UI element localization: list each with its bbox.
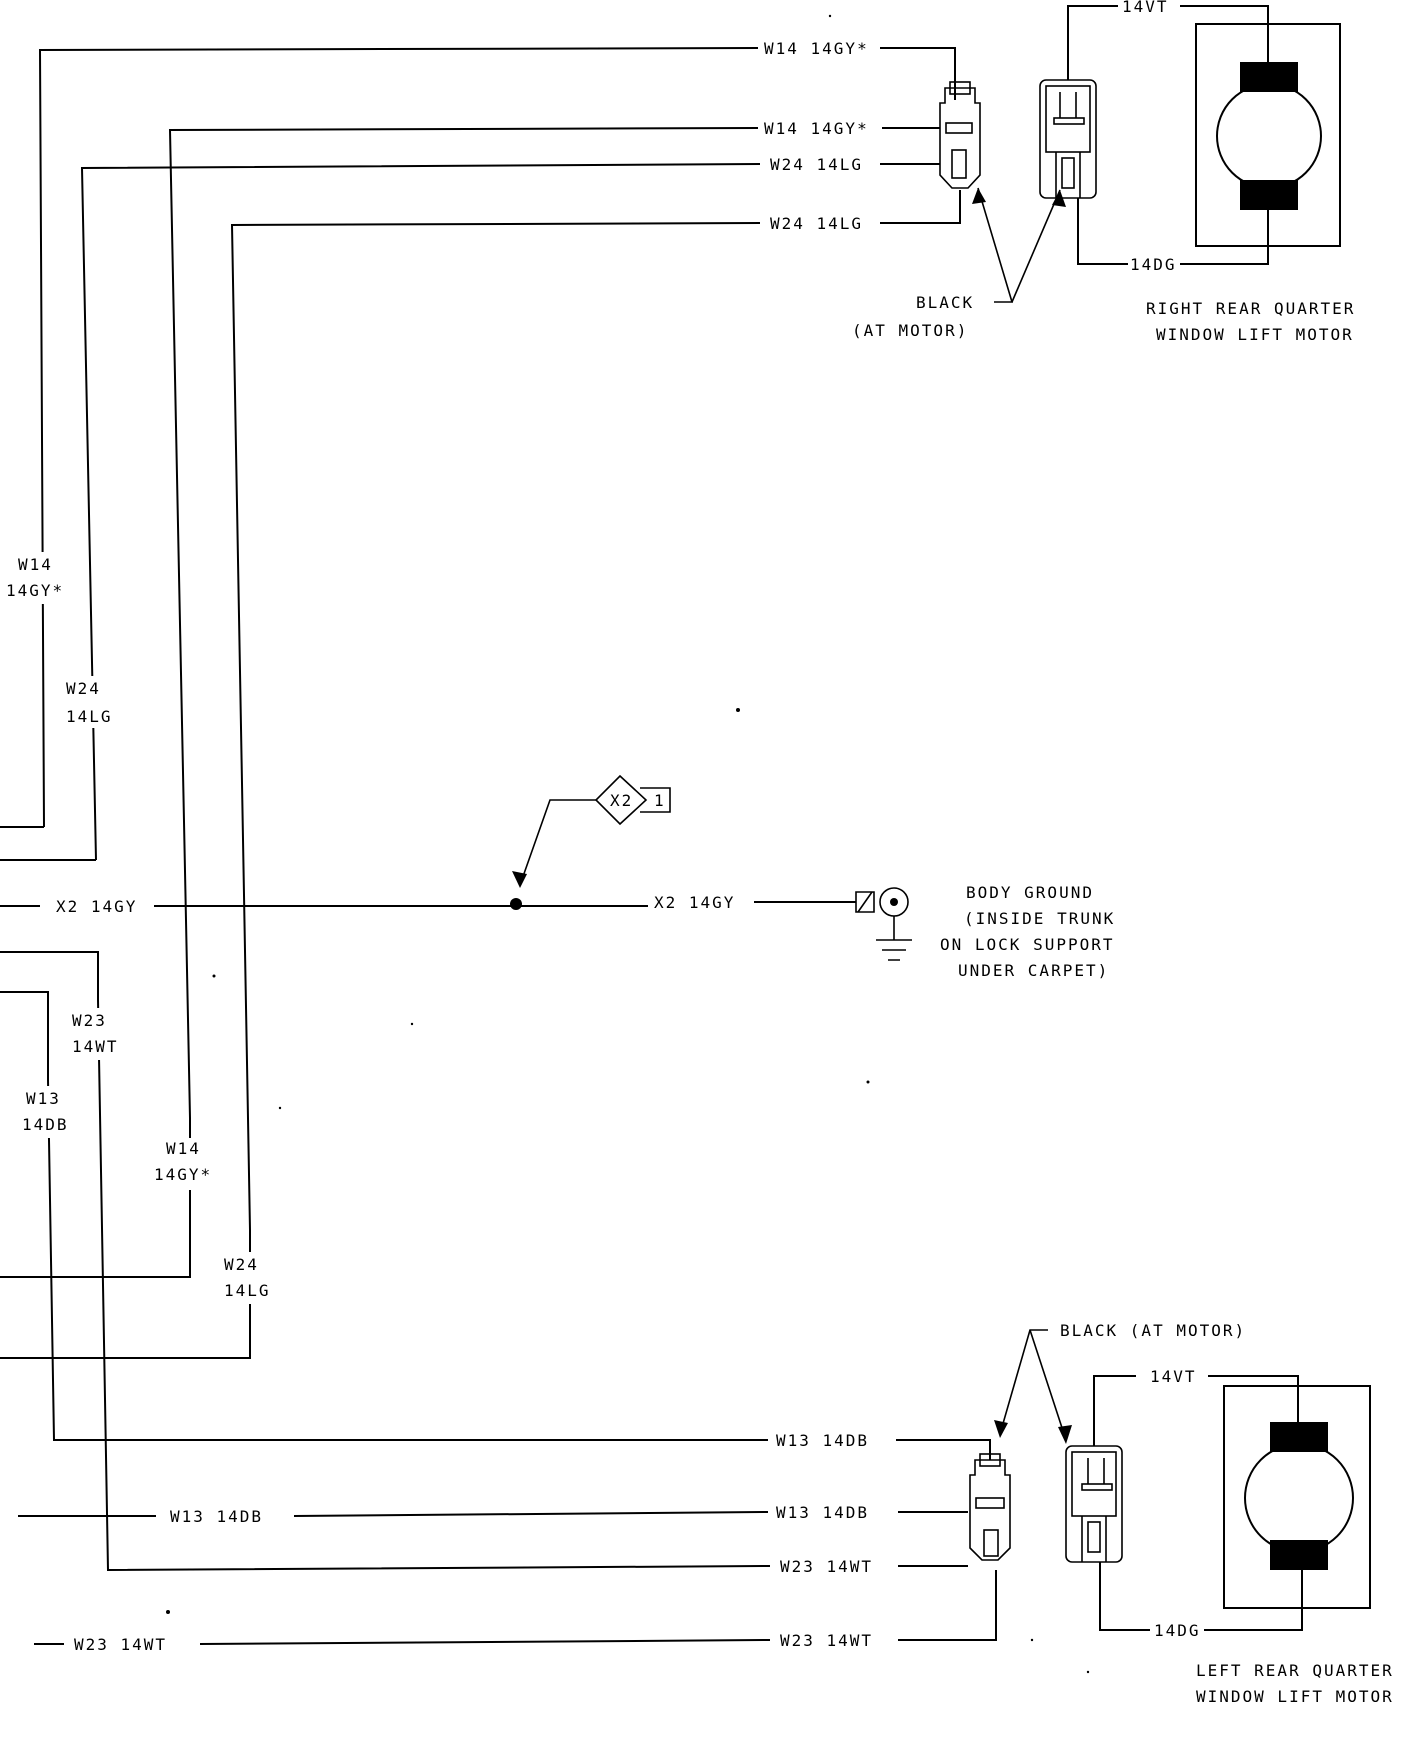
label-mid-w14-code: W14 (166, 1139, 201, 1158)
left-motor-title-1: LEFT REAR QUARTER (1196, 1661, 1394, 1680)
right-connector-plug (939, 81, 981, 189)
label-bot-w23-b: W23 14WT (780, 1631, 873, 1650)
label-top-w14-a: W14 14GY* (764, 39, 869, 58)
ground-line-2: (INSIDE TRUNK (964, 909, 1115, 928)
label-left-w23-color: 14WT (72, 1037, 119, 1056)
bottom-wire-w13-a (47, 1079, 768, 1441)
label-bot-w23-left: W23 14WT (74, 1635, 167, 1654)
stub-mid-w24 (0, 1230, 251, 1359)
right-note-black: BLACK (916, 293, 974, 312)
label-mid-w14-color: 14GY* (154, 1165, 212, 1184)
label-left-w14-color: 14GY* (6, 581, 64, 600)
label-x2-right: X2 14GY (654, 893, 735, 912)
left-motor-title-2: WINDOW LIFT MOTOR (1196, 1687, 1394, 1706)
label-left-w13-code: W13 (26, 1089, 61, 1108)
right-connector-note-arrows (972, 187, 1066, 303)
right-motor-title-2: WINDOW LIFT MOTOR (1156, 325, 1354, 344)
right-motor-title-1: RIGHT REAR QUARTER (1146, 299, 1355, 318)
stub-w23 (0, 951, 99, 1000)
left-motor-symbol (1223, 1385, 1371, 1609)
top-wire-w14-b (168, 127, 940, 1119)
left-note-black-at-motor: BLACK (AT MOTOR) (1060, 1321, 1246, 1340)
label-mid-w24-color: 14LG (224, 1281, 271, 1300)
left-wire-14vt (1093, 1375, 1299, 1446)
label-x2-left: X2 14GY (56, 897, 137, 916)
label-left-w24-color: 14LG (66, 707, 113, 726)
label-left-14dg: 14DG (1154, 1621, 1201, 1640)
label-bot-w23-a: W23 14WT (780, 1557, 873, 1576)
right-motor-symbol (1195, 23, 1341, 247)
x2-splice-pointer (512, 774, 671, 888)
bottom-wire-w13-a-end (896, 1439, 991, 1460)
label-top-w14-b: W14 14GY* (764, 119, 869, 138)
top-wire-w24-b (230, 190, 961, 1231)
ground-line-4: UNDER CARPET) (958, 961, 1109, 980)
label-left-w24-code: W24 (66, 679, 101, 698)
ground-line-3: ON LOCK SUPPORT (940, 935, 1115, 954)
ground-line-1: BODY GROUND (966, 883, 1094, 902)
label-mid-w24-code: W24 (224, 1255, 259, 1274)
label-bot-w13-a: W13 14DB (776, 1431, 869, 1450)
body-ground-symbol (855, 887, 912, 961)
right-wire-14vt (1067, 5, 1269, 80)
label-right-14dg: 14DG (1130, 255, 1177, 274)
left-connector-note-arrows (994, 1329, 1072, 1444)
x2-splice-dot (510, 898, 522, 910)
label-top-w24-b: W24 14LG (770, 214, 863, 233)
left-connector-socket (1065, 1445, 1123, 1563)
bottom-wire-w23-b-end (898, 1570, 997, 1641)
bottom-wire-w23-a (97, 999, 771, 1572)
stub-w13 (0, 991, 49, 1080)
bottom-wire-w23-mid (199, 1639, 771, 1645)
bottom-wire-w13-mid (293, 1511, 769, 1517)
label-left-w14-code: W14 (18, 555, 53, 574)
label-right-14vt: 14VT (1122, 0, 1169, 16)
left-wire-14dg (1099, 1562, 1303, 1631)
left-connector-plug (969, 1453, 1011, 1561)
label-bot-w13-b: W13 14DB (776, 1503, 869, 1522)
x2-splice-id: X2 (610, 791, 633, 810)
print-specks (166, 14, 1090, 1674)
label-left-w23-code: W23 (72, 1011, 107, 1030)
x2-splice-tag: 1 (654, 791, 666, 810)
label-left-14vt: 14VT (1150, 1367, 1197, 1386)
label-bot-w13-left: W13 14DB (170, 1507, 263, 1526)
right-connector-socket (1039, 79, 1097, 199)
right-wire-14dg (1077, 198, 1269, 265)
label-left-w13-color: 14DB (22, 1115, 69, 1134)
right-note-at-motor: (AT MOTOR) (852, 321, 968, 340)
top-wire-w24-a (80, 163, 940, 861)
label-top-w24-a: W24 14LG (770, 155, 863, 174)
